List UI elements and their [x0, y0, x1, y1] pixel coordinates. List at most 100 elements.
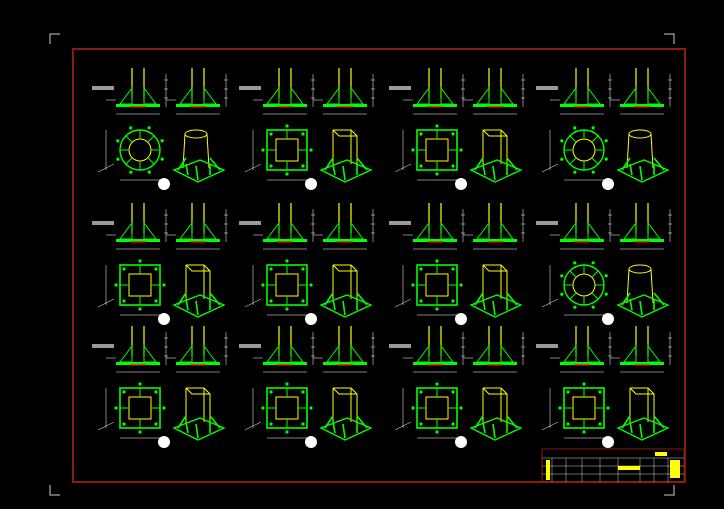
title-block-label	[670, 460, 680, 478]
title-block-label	[546, 460, 550, 480]
label-bar	[536, 221, 558, 225]
column-base-detail: 4	[536, 68, 672, 191]
elevation-view	[253, 68, 315, 115]
plan-view	[97, 382, 166, 439]
plan-view	[244, 259, 313, 316]
label-bar	[536, 86, 558, 90]
detail-number-badge: 3	[455, 178, 467, 191]
detail-number: 11	[455, 438, 468, 449]
plan-view	[97, 126, 164, 181]
side-elevation-view	[313, 68, 375, 115]
plan-view	[97, 259, 166, 316]
column-base-detail: 9	[92, 326, 228, 449]
elevation-view	[253, 203, 315, 250]
detail-number: 8	[605, 315, 611, 326]
elevation-view	[550, 203, 612, 250]
label-bar	[239, 86, 261, 90]
detail-number-badge: 10	[305, 436, 318, 449]
isometric-view	[319, 129, 373, 183]
detail-number: 3	[458, 180, 464, 191]
isometric-view	[469, 129, 523, 183]
label-bar	[239, 221, 261, 225]
side-elevation-view	[166, 326, 228, 373]
column-base-detail: 1	[92, 68, 228, 191]
isometric-view	[319, 387, 373, 441]
isometric-view	[616, 264, 670, 318]
elevation-view	[550, 326, 612, 373]
label-bar	[389, 221, 411, 225]
detail-number: 12	[602, 438, 615, 449]
side-elevation-view	[610, 203, 672, 250]
elevation-view	[106, 203, 168, 250]
detail-number: 10	[305, 438, 318, 449]
plan-view	[541, 261, 608, 316]
side-elevation-view	[610, 68, 672, 115]
detail-number: 5	[161, 315, 167, 326]
detail-number-badge: 7	[455, 313, 467, 326]
detail-number-badge: 8	[602, 313, 614, 326]
isometric-view	[172, 129, 226, 183]
plan-view	[394, 124, 463, 181]
detail-number-badge: 1	[158, 178, 170, 191]
isometric-view	[616, 129, 670, 183]
isometric-view	[469, 387, 523, 441]
column-base-detail: 6	[239, 203, 375, 326]
side-elevation-view	[463, 326, 525, 373]
plan-view	[244, 124, 313, 181]
detail-number: 4	[605, 180, 611, 191]
side-elevation-view	[166, 68, 228, 115]
detail-number: 1	[161, 180, 167, 191]
crop-marks	[49, 33, 675, 496]
plan-view	[541, 126, 608, 181]
label-bar	[389, 344, 411, 348]
label-bar	[92, 221, 114, 225]
isometric-view	[469, 264, 523, 318]
label-bar	[92, 344, 114, 348]
elevation-view	[403, 326, 465, 373]
column-base-detail: 8	[536, 203, 672, 326]
label-bar	[536, 344, 558, 348]
detail-number: 6	[308, 315, 314, 326]
column-base-detail: 3	[389, 68, 525, 191]
detail-number-badge: 5	[158, 313, 170, 326]
plan-view	[244, 382, 313, 439]
label-bar	[239, 344, 261, 348]
title-block-border	[541, 448, 685, 483]
side-elevation-view	[610, 326, 672, 373]
elevation-view	[550, 68, 612, 115]
elevation-view	[106, 68, 168, 115]
plan-view	[394, 382, 463, 439]
column-base-detail: 10	[239, 326, 375, 449]
plan-view	[541, 382, 610, 439]
detail-number: 2	[308, 180, 314, 191]
detail-number-badge: 9	[158, 436, 170, 449]
title-block-label	[618, 466, 640, 470]
side-elevation-view	[463, 68, 525, 115]
column-base-detail: 12	[536, 326, 672, 449]
isometric-view	[319, 264, 373, 318]
elevation-view	[106, 326, 168, 373]
detail-number-badge: 6	[305, 313, 317, 326]
detail-number: 9	[161, 438, 167, 449]
elevation-view	[403, 68, 465, 115]
label-bar	[389, 86, 411, 90]
drawing-frame	[72, 48, 686, 483]
elevation-view	[253, 326, 315, 373]
side-elevation-view	[463, 203, 525, 250]
side-elevation-view	[313, 326, 375, 373]
column-base-detail: 11	[389, 326, 525, 449]
detail-number-badge: 2	[305, 178, 317, 191]
plan-view	[394, 259, 463, 316]
detail-number-badge: 12	[602, 436, 615, 449]
isometric-view	[172, 264, 226, 318]
side-elevation-view	[166, 203, 228, 250]
detail-number: 7	[458, 315, 464, 326]
column-base-detail: 2	[239, 68, 375, 191]
detail-number-badge: 11	[455, 436, 468, 449]
side-elevation-view	[313, 203, 375, 250]
isometric-view	[172, 387, 226, 441]
column-base-detail: 5	[92, 203, 228, 326]
